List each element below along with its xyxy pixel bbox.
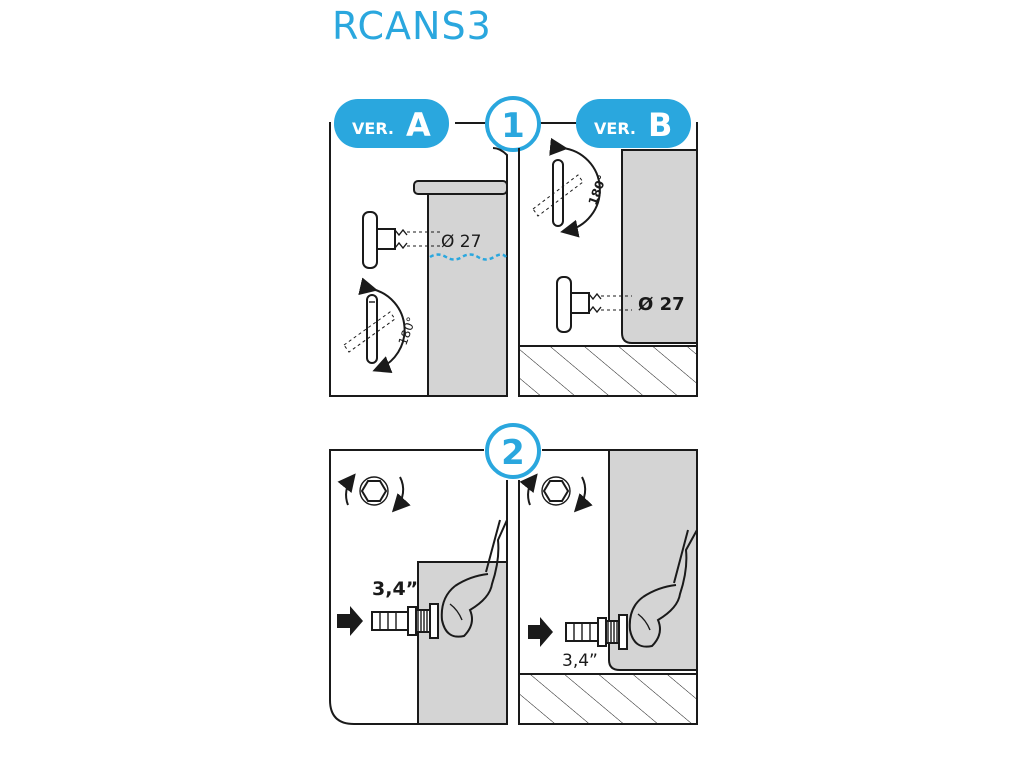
thread-label-b: 3,4” (562, 651, 598, 671)
version-a-badge (334, 99, 449, 148)
panel-version-b: VER. B 180° Ø 27 (518, 99, 698, 397)
arrow-right-icon-b (528, 617, 553, 647)
hand-wrench-icon-b (628, 529, 698, 648)
drill-bit-icon (362, 211, 440, 269)
step-2-panel-b: 3,4” (518, 449, 698, 725)
version-a-prefix: VER. (352, 119, 394, 138)
step-2-header: 2 (485, 423, 541, 479)
step-1-badge (485, 96, 541, 152)
floor-hatch-b (518, 345, 698, 397)
diameter-label-a: Ø 27 (441, 232, 481, 252)
nut-rotate-icon (337, 473, 411, 513)
step-2-panel-a: 3,4” (329, 449, 508, 725)
tank-rim-a (413, 180, 508, 195)
rotation-label-b: 180° (586, 173, 610, 207)
version-a-letter: A (406, 106, 431, 144)
panel-version-a: VER. A Ø 27 180° (329, 99, 508, 397)
step-2-badge (485, 423, 541, 479)
rotation-arrow-icon-b (532, 137, 601, 238)
diameter-label-b: Ø 27 (638, 294, 685, 315)
water-line-a (429, 253, 507, 261)
rotation-arrow-icon (343, 277, 406, 373)
step-1-header: 1 (455, 96, 576, 152)
drill-bit-icon-b (556, 276, 632, 333)
hose-fitting-icon (371, 603, 439, 639)
hand-wrench-icon (440, 519, 508, 638)
version-b-badge (576, 99, 691, 148)
step-1-number: 1 (501, 106, 525, 146)
tank-wall-a (427, 191, 508, 397)
thread-label-a: 3,4” (372, 578, 418, 600)
step-2-number: 2 (501, 433, 525, 473)
floor-hatch-2b (518, 673, 698, 725)
version-b-letter: B (648, 106, 672, 144)
tank-wall-b (621, 149, 698, 344)
tank-wall-2a (417, 561, 508, 725)
arrow-right-icon (337, 606, 363, 636)
nut-rotate-icon-b (519, 473, 593, 513)
page-title: RCANS3 (332, 4, 492, 48)
version-b-prefix: VER. (594, 119, 636, 138)
hose-fitting-icon-b (565, 614, 628, 650)
rotation-label-a: 180° (396, 315, 419, 347)
